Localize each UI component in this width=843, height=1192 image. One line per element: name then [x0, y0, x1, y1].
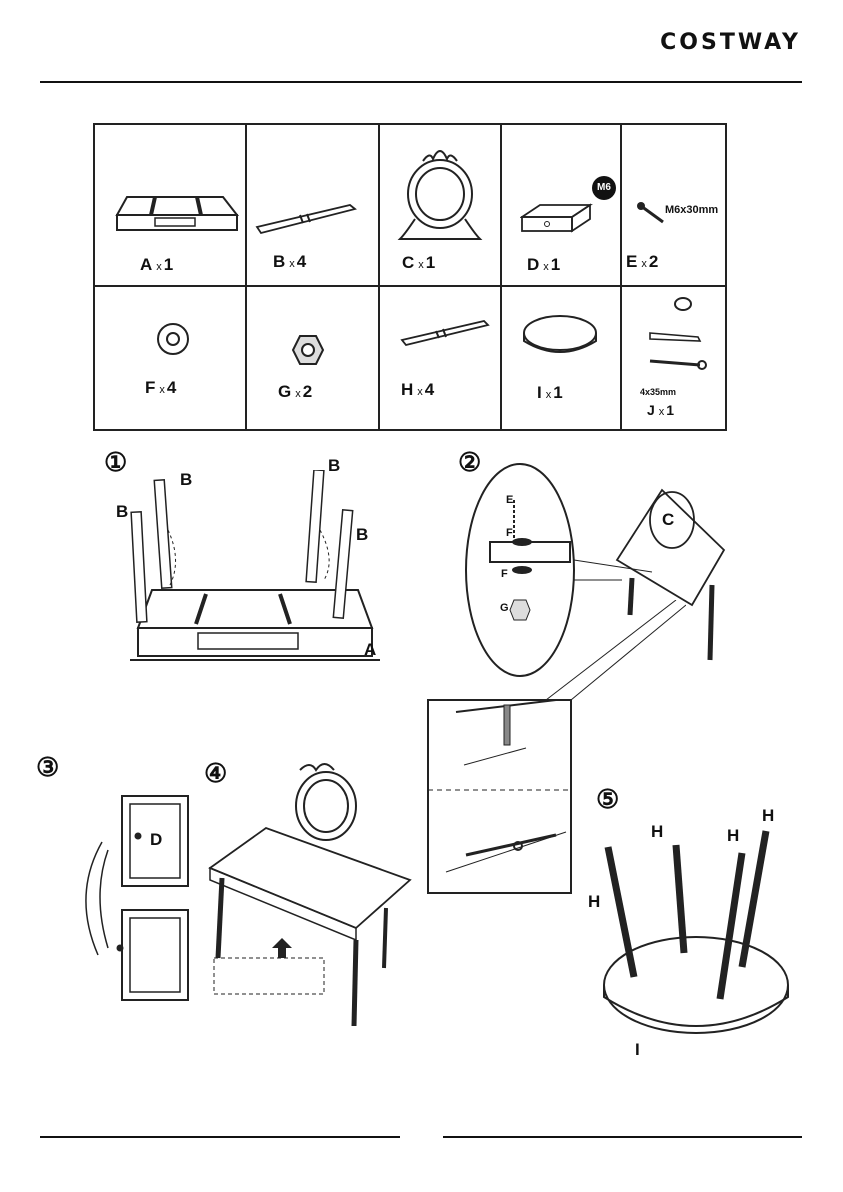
part-d-badge: M6	[592, 176, 616, 200]
step-5-label-h1: H	[588, 892, 600, 912]
footer-rule-right	[443, 1136, 802, 1138]
step-5-label-h2: H	[651, 822, 663, 842]
step-4-diagram	[206, 758, 416, 1033]
part-f-washer-icon	[155, 321, 191, 357]
part-j-size: 4x35mm	[640, 387, 676, 397]
step-5-label-h4: H	[762, 806, 774, 826]
step-3-diagram	[78, 790, 208, 1005]
footer-rule-left	[40, 1136, 400, 1138]
step-2-label-c: C	[662, 510, 674, 530]
step-1-label-b4: B	[356, 525, 368, 545]
part-g-nut-icon	[291, 333, 325, 367]
step-3-number: ③	[36, 752, 59, 783]
step-2-label-e: E	[506, 494, 513, 506]
step-3-label-d: D	[150, 830, 162, 850]
step-5-diagram	[598, 805, 803, 1045]
part-i-seat-icon	[520, 313, 600, 363]
step-1-label-a: A	[364, 640, 376, 660]
part-b-leg-icon	[255, 197, 365, 237]
step-5-label-h3: H	[727, 826, 739, 846]
part-e-size: M6x30mm	[665, 204, 718, 216]
step-1-label-b1: B	[180, 470, 192, 490]
step-1-label-b2: B	[116, 502, 128, 522]
step-2-label-f1: F	[506, 527, 513, 539]
part-h-leg-icon	[400, 315, 490, 350]
step-1-diagram	[110, 470, 390, 670]
step-2-label-f2: F	[501, 568, 508, 580]
step-1-label-b3: B	[328, 456, 340, 476]
part-a-frame-icon	[115, 185, 240, 245]
part-c-mirror-icon	[395, 139, 485, 249]
part-d-drawer-icon	[520, 195, 595, 240]
part-j-hardware-icon	[640, 293, 710, 373]
brand-logo: COSTWAY	[660, 30, 801, 55]
step-5-label-i: I	[635, 1040, 640, 1060]
header-rule	[40, 81, 802, 83]
